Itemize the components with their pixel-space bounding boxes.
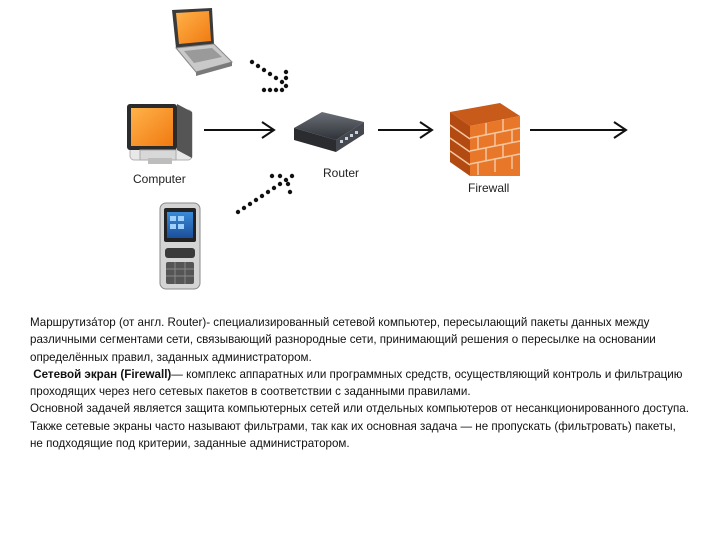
network-diagram: Computer Router Firewall (0, 0, 720, 300)
laptop-icon (172, 8, 232, 76)
firewall-term: Сетевой экран (Firewall) (33, 368, 171, 381)
firewall-icon (450, 103, 520, 176)
description-text: Маршрутиза́тор (от англ. Router)- специа… (30, 314, 690, 452)
paragraph-purpose: Основной задачей является защита компьют… (30, 400, 690, 452)
label-computer: Computer (133, 172, 186, 186)
paragraph-firewall: Сетевой экран (Firewall)— комплекс аппар… (30, 366, 690, 401)
diagram-svg (0, 0, 720, 300)
arrow-phone-to-router (236, 174, 294, 214)
label-router: Router (323, 166, 359, 180)
arrow-computer-to-router (204, 122, 274, 138)
arrow-laptop-to-router (250, 60, 288, 92)
arrow-router-to-firewall (378, 122, 432, 138)
router-icon (294, 112, 364, 152)
mobile-phone-icon (160, 203, 200, 289)
paragraph-router: Маршрутиза́тор (от англ. Router)- специа… (30, 314, 690, 366)
desktop-computer-icon (127, 104, 192, 164)
label-firewall: Firewall (468, 181, 509, 195)
arrow-firewall-out (530, 122, 626, 138)
